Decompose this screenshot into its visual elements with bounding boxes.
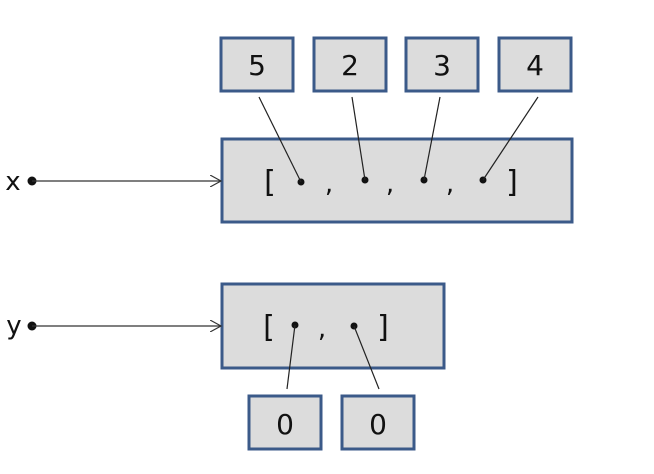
x-list-separator-1: , — [386, 169, 394, 199]
y-list-box: [ , ] — [220, 282, 446, 370]
x-slot-2-reference-line — [423, 96, 441, 181]
x-slot-3-reference-line — [482, 96, 539, 181]
x-slot-1-reference-line — [351, 96, 366, 181]
x-list-separator-2: , — [446, 169, 454, 199]
x-item-3-value: 4 — [526, 49, 544, 82]
x-item-0-value: 5 — [248, 49, 266, 82]
x-list-separator-0: , — [325, 169, 333, 199]
y-structure: [ , ] 0 0 y — [6, 282, 446, 451]
y-item-1-value: 0 — [369, 408, 387, 441]
x-item-2-box: 3 — [404, 36, 480, 93]
y-slot-1-reference-line — [353, 325, 380, 390]
variable-y-label: y — [6, 311, 21, 341]
y-list-separator-0: , — [318, 314, 326, 344]
y-list-close-bracket: ] — [377, 310, 389, 345]
y-item-0-value: 0 — [276, 408, 294, 441]
x-list-box: [ , , , ] — [220, 137, 574, 224]
y-item-1-box: 0 — [340, 394, 416, 451]
x-structure: 5 2 3 4 [ , , , ] — [5, 36, 574, 224]
x-item-2-value: 3 — [433, 49, 451, 82]
x-list-open-bracket: [ — [264, 165, 276, 200]
x-item-3-box: 4 — [497, 36, 573, 93]
variable-x-label: x — [5, 167, 20, 197]
y-list-open-bracket: [ — [263, 310, 275, 345]
x-list-close-bracket: ] — [506, 165, 518, 200]
x-slot-0-reference-line — [258, 96, 302, 183]
x-item-1-value: 2 — [341, 49, 359, 82]
x-item-1-box: 2 — [312, 36, 388, 93]
x-item-0-box: 5 — [219, 36, 295, 93]
y-item-0-box: 0 — [247, 394, 323, 451]
y-slot-0-reference-line — [286, 324, 296, 390]
